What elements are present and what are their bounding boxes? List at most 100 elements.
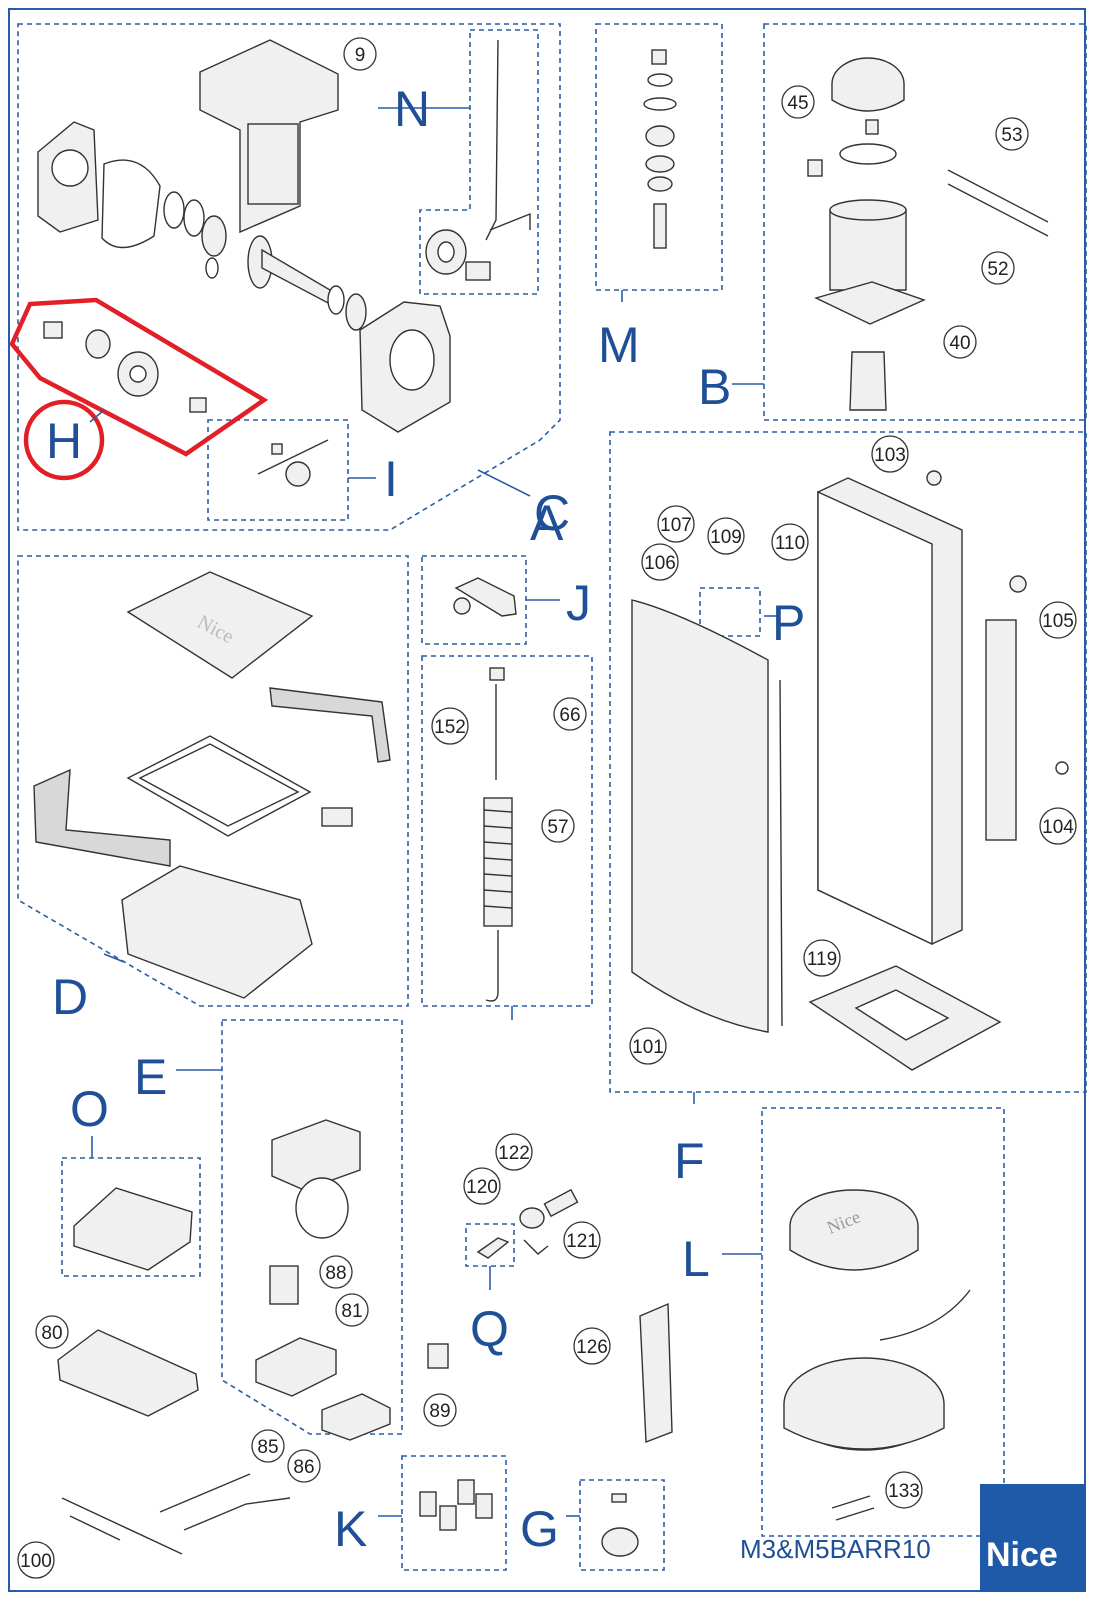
callout-45: 45	[781, 85, 815, 119]
group-letter-H: H	[46, 413, 82, 469]
part-80-drawing	[57, 1329, 199, 1417]
callout-66: 66	[553, 697, 587, 731]
callout-100: 100	[17, 1541, 55, 1579]
svg-text:85: 85	[257, 1437, 278, 1458]
group-letter-F: F	[674, 1133, 705, 1189]
group-D-box	[17, 555, 409, 1007]
callout-120: 120	[463, 1167, 501, 1205]
group-M-drawing	[643, 49, 677, 249]
callout-53: 53	[995, 117, 1029, 151]
group-C-box	[17, 23, 561, 531]
callout-104: 104	[1039, 807, 1077, 845]
group-letter-G: G	[520, 1501, 559, 1557]
svg-text:106: 106	[644, 553, 676, 574]
group-G-box	[579, 1479, 665, 1571]
svg-text:122: 122	[498, 1143, 530, 1164]
cables-drawing	[61, 1473, 291, 1555]
group-L-box	[761, 1107, 1005, 1537]
group-letter-M: M	[598, 317, 640, 373]
svg-text:133: 133	[888, 1481, 920, 1502]
callout-88: 88	[319, 1255, 353, 1289]
callout-81: 81	[335, 1293, 369, 1327]
callout-57: 57	[541, 809, 575, 843]
callout-80: 80	[35, 1315, 69, 1349]
group-L-drawing: Nice	[783, 1189, 971, 1521]
group-letter-P: P	[772, 595, 805, 651]
svg-text:66: 66	[559, 705, 580, 726]
group-B-drawing	[807, 57, 1049, 411]
svg-text:105: 105	[1042, 611, 1074, 632]
svg-text:45: 45	[787, 93, 808, 114]
callout-86: 86	[287, 1449, 321, 1483]
svg-text:152: 152	[434, 717, 466, 738]
group-A-box	[421, 655, 593, 1007]
group-letter-D: D	[52, 969, 88, 1025]
callout-107: 107	[657, 505, 695, 543]
group-letter-N: N	[394, 81, 430, 137]
callout-122: 122	[495, 1133, 533, 1171]
group-O-box	[61, 1157, 201, 1277]
svg-text:121: 121	[566, 1231, 598, 1252]
svg-text:101: 101	[632, 1037, 664, 1058]
group-G-drawing	[601, 1493, 639, 1557]
group-K-drawing	[419, 1479, 493, 1531]
svg-text:110: 110	[775, 533, 805, 554]
brand-logo: Nice	[980, 1484, 1086, 1592]
part-89-drawing	[427, 1343, 449, 1369]
group-O-drawing	[73, 1187, 193, 1271]
group-B-box	[763, 23, 1087, 421]
svg-text:100: 100	[20, 1551, 52, 1572]
gearbox-parts-drawing	[37, 39, 451, 433]
svg-text:81: 81	[341, 1301, 362, 1322]
document-code: M3&M5BARR10	[740, 1534, 931, 1564]
callout-152: 152	[431, 707, 469, 745]
callout-110: 110	[771, 523, 809, 561]
callout-106: 106	[641, 543, 679, 581]
callout-121: 121	[563, 1221, 601, 1259]
callout-119: 119	[803, 939, 841, 977]
callout-85: 85	[251, 1429, 285, 1463]
group-letter-E: E	[134, 1049, 167, 1105]
callout-9: 9	[343, 37, 377, 71]
group-I-box	[207, 419, 349, 521]
group-letters: A B C D E F G H I J K L M N O P Q	[46, 81, 805, 1557]
group-letter-L: L	[682, 1231, 710, 1287]
callout-109: 109	[707, 517, 745, 555]
group-J-drawing	[453, 577, 517, 617]
svg-text:89: 89	[429, 1401, 450, 1422]
svg-text:86: 86	[293, 1457, 314, 1478]
callout-126: 126	[573, 1327, 611, 1365]
svg-text:119: 119	[807, 949, 837, 970]
group-letter-C: C	[534, 485, 570, 541]
rod-bracket-drawing	[425, 39, 531, 281]
group-E-drawing	[255, 1119, 391, 1441]
group-Q-drawing	[476, 1188, 579, 1259]
group-D-drawing: Nice	[33, 571, 391, 999]
svg-text:57: 57	[547, 817, 568, 838]
group-F-column-drawing	[631, 470, 1069, 1071]
group-N-box	[419, 29, 539, 295]
group-F-box	[609, 431, 1087, 1093]
callout-103: 103	[871, 435, 909, 473]
highlighted-group-H	[9, 297, 269, 481]
callout-40: 40	[943, 325, 977, 359]
svg-text:9: 9	[355, 45, 366, 66]
callout-133: 133	[885, 1471, 923, 1509]
svg-text:80: 80	[41, 1323, 62, 1344]
leader-lines	[89, 107, 780, 1517]
svg-text:126: 126	[576, 1337, 608, 1358]
group-letter-I: I	[384, 451, 398, 507]
svg-text:104: 104	[1042, 817, 1074, 838]
outer-frame	[8, 8, 1086, 1592]
group-letter-O: O	[70, 1081, 109, 1137]
callout-52: 52	[981, 251, 1015, 285]
brand-logo-text: Nice	[986, 1536, 1058, 1574]
group-A-spring-drawing	[483, 667, 513, 1002]
part-126-drawing	[639, 1302, 673, 1444]
group-letter-B: B	[698, 359, 731, 415]
svg-text:40: 40	[949, 333, 970, 354]
svg-text:52: 52	[987, 259, 1008, 280]
callout-101: 101	[629, 1027, 667, 1065]
group-M-box	[595, 23, 723, 291]
